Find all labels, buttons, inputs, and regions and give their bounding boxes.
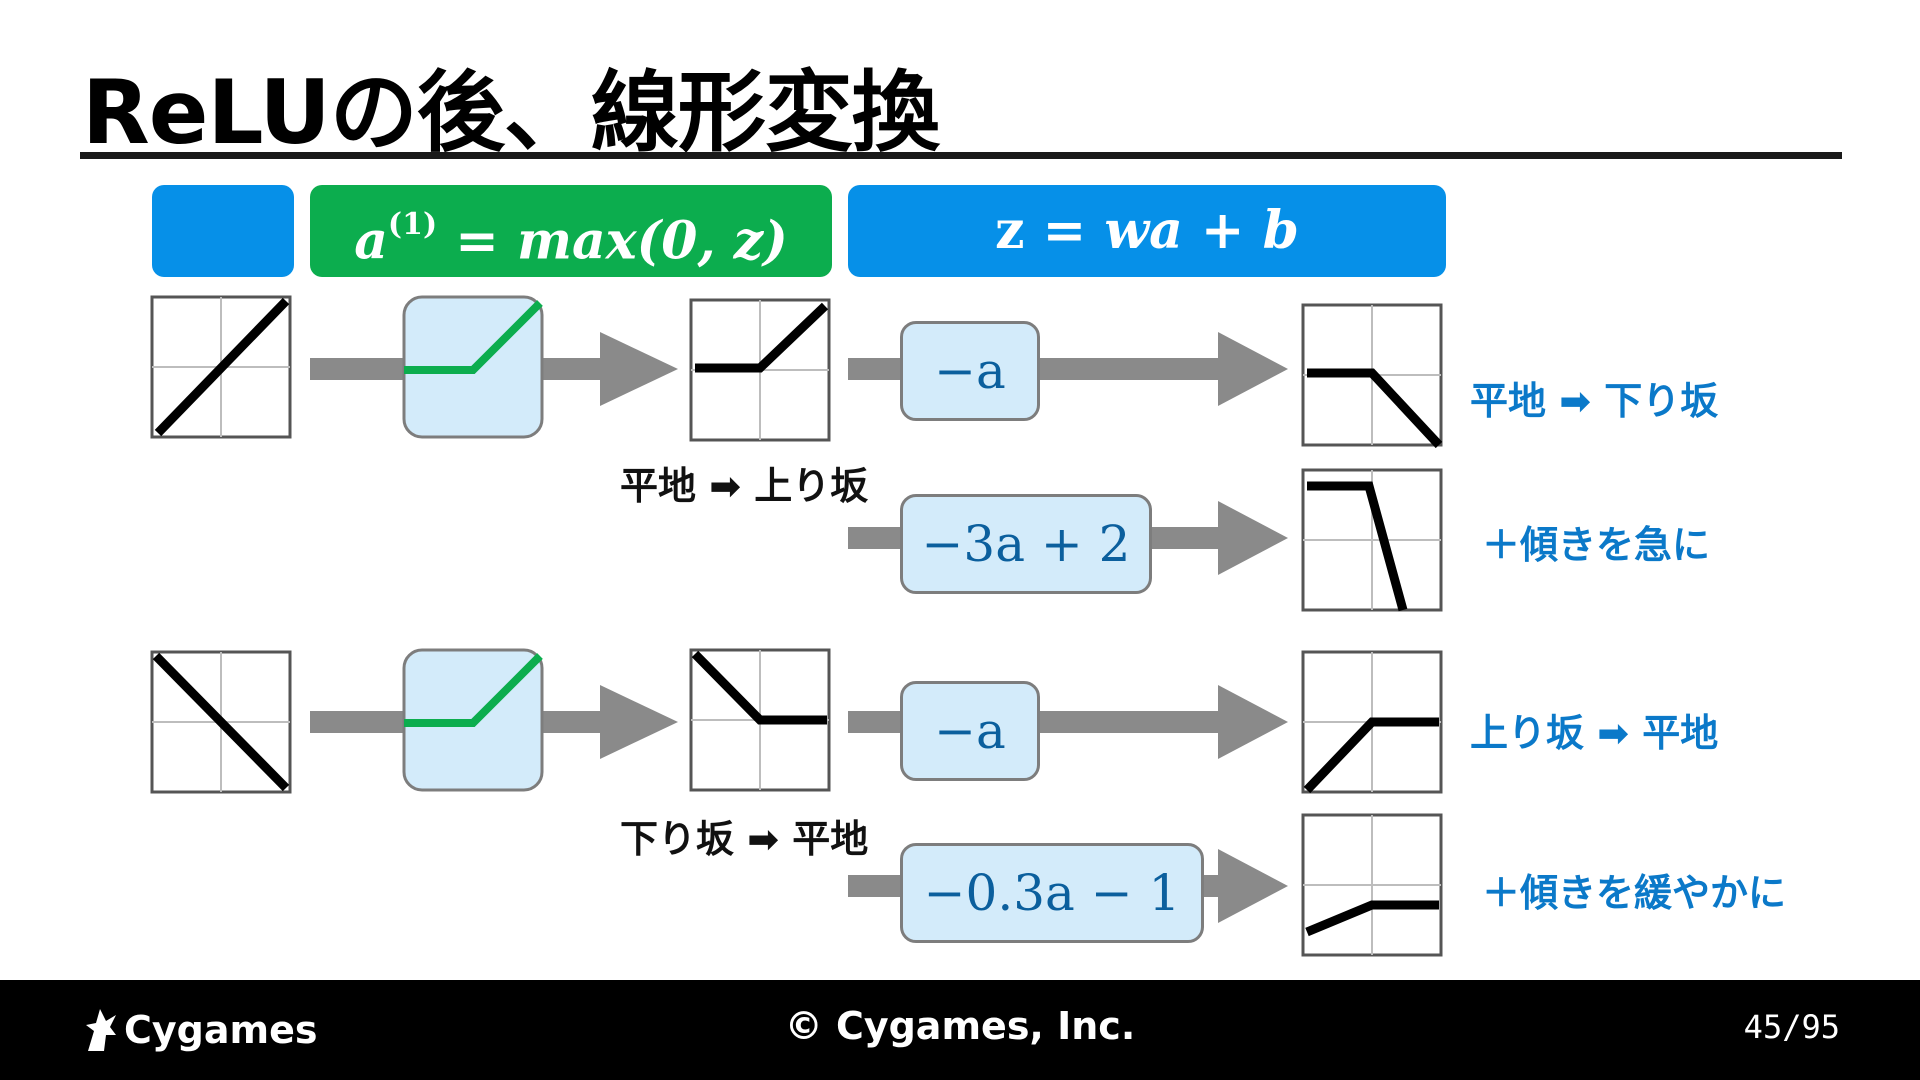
title-divider: [80, 152, 1842, 159]
linear-formula-z: z: [995, 200, 1025, 261]
row2-relu-box: [402, 648, 544, 792]
row1-t2-result: ＋傾きを急に: [1482, 523, 1711, 567]
row1-t1-result: 平地 ➡ 下り坂: [1470, 379, 1719, 423]
row1-t2-formula: −3a + 2: [900, 494, 1152, 594]
relu-formula-a: a: [354, 210, 388, 272]
row2-input-graph: [150, 650, 292, 794]
relu-formula-header: a(1) = max(0, z): [310, 185, 832, 277]
row2-t1-output-graph: [1301, 650, 1443, 794]
row1-input-graph: [150, 295, 292, 439]
row1-t2-output-graph: [1301, 468, 1443, 612]
copyright: © Cygames, Inc.: [784, 1004, 1136, 1048]
page-title: ReLUの後、線形変換: [82, 61, 940, 164]
row1-relu-output-graph: [689, 298, 831, 442]
row2-t2-output-graph: [1301, 813, 1443, 957]
cygames-logo: Cygames: [80, 1002, 318, 1058]
logo-text: Cygames: [124, 1008, 318, 1052]
row2-relu-caption: 下り坂 ➡ 平地: [620, 817, 869, 861]
row2-t2-formula: −0.3a − 1: [900, 843, 1204, 943]
page-number: 45/95: [1743, 1008, 1840, 1046]
relu-diagram: [150, 295, 1443, 957]
linear-formula-rest: = wa + b: [1024, 200, 1299, 261]
row2-t1-result: 上り坂 ➡ 平地: [1470, 711, 1719, 755]
row2-t2-result: ＋傾きを緩やかに: [1482, 871, 1787, 915]
row1-t1-formula: −a: [900, 321, 1040, 421]
footer-bar: Cygames © Cygames, Inc. 45/95: [0, 980, 1920, 1080]
row2-t1-formula: −a: [900, 681, 1040, 781]
linear-formula-header: z = wa + b: [848, 185, 1446, 277]
row2-relu-output-graph: [689, 648, 831, 792]
input-column-header: [152, 185, 294, 277]
row1-relu-caption: 平地 ➡ 上り坂: [620, 464, 869, 508]
relu-formula-rest: = max(0, z): [437, 210, 788, 272]
relu-formula-superscript: (1): [387, 207, 438, 242]
cygames-emblem-icon: [86, 1009, 116, 1051]
row1-relu-box: [402, 295, 544, 439]
row1-t1-output-graph: [1301, 303, 1443, 449]
